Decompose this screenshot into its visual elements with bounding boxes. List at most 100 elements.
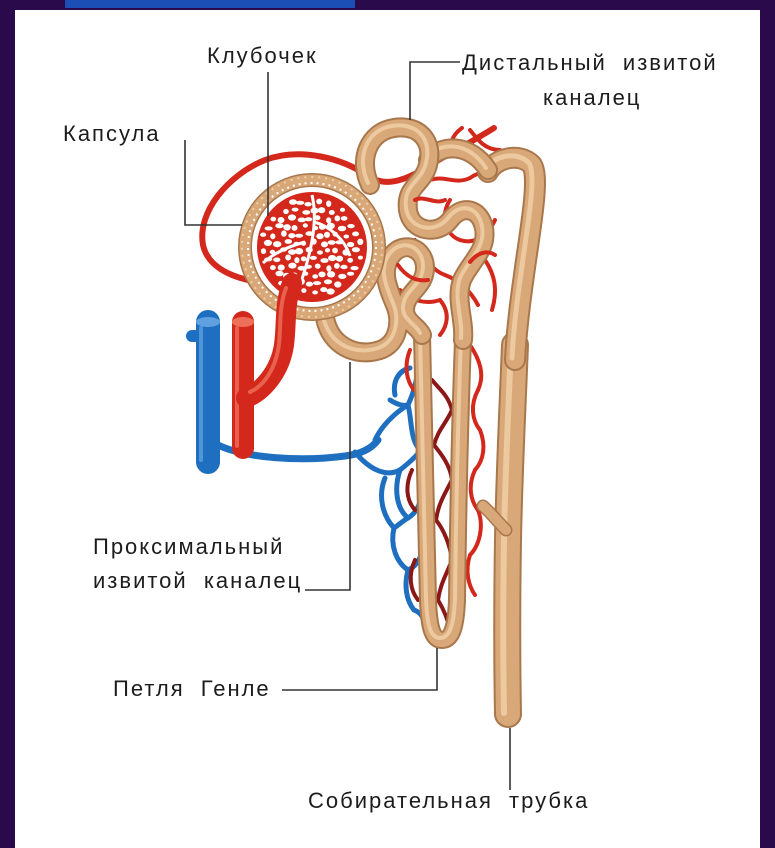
glomerulus-pore xyxy=(320,287,327,292)
glomerulus-pore xyxy=(275,223,283,228)
arterial-capillary xyxy=(485,260,495,310)
glomerulus-pore xyxy=(301,256,307,261)
glomerulus-pore xyxy=(270,233,275,239)
collecting-duct-upper xyxy=(485,156,535,360)
glomerulus-pore xyxy=(264,240,272,246)
glomerulus-pore xyxy=(288,233,295,238)
glomerulus-pore xyxy=(265,226,273,230)
glomerulus-pore xyxy=(329,210,335,215)
glomerulus-pore xyxy=(317,250,323,254)
glomerulus-pore xyxy=(292,225,298,231)
glomerulus-pore xyxy=(347,272,354,276)
glomerulus-pore xyxy=(306,282,313,287)
glomerulus-pore xyxy=(261,248,266,254)
glomerulus-pore xyxy=(275,271,283,277)
glomerulus-pore xyxy=(271,217,277,222)
venous-capillary xyxy=(382,478,394,528)
glomerulus-pore xyxy=(325,248,330,252)
arterial-capillary xyxy=(470,510,481,555)
glomerulus-pore xyxy=(347,242,354,247)
loop-of-henle-label: Петля Генле xyxy=(113,677,271,701)
glomerulus-pore xyxy=(295,234,303,238)
glomerulus-pore xyxy=(328,255,336,261)
glomerulus-pore xyxy=(318,272,325,278)
glomerulus-pore xyxy=(304,202,311,206)
arterial-capillary xyxy=(407,470,415,510)
glomerulus-pore xyxy=(324,279,332,284)
collecting-duct-label: Собирательная трубка xyxy=(308,789,589,813)
glomerulus-pore xyxy=(303,223,308,227)
glomerulus-pore xyxy=(305,217,312,221)
glomerulus-label: Клубочек xyxy=(207,44,318,68)
glomerulus-pore xyxy=(273,241,281,247)
vein-cut-end xyxy=(196,317,220,327)
glomerulus-pore xyxy=(352,232,359,237)
glomerulus-pore xyxy=(298,218,306,223)
proximal-tubule-label-line1: Проксимальный xyxy=(93,535,284,559)
artery-cut-end xyxy=(232,317,254,327)
glomerulus-pore xyxy=(358,256,363,260)
glomerulus-pore xyxy=(283,209,289,214)
glomerulus-pore xyxy=(326,265,331,271)
loop-of-henle-leader xyxy=(282,648,437,690)
glomerulus-pore xyxy=(281,230,287,236)
glomerulus-pore xyxy=(302,210,310,215)
glomerulus-pore xyxy=(336,256,343,262)
glomerulus-pore xyxy=(347,224,354,228)
glomerulus-pore xyxy=(310,256,317,260)
glomerulus-pore xyxy=(338,226,346,232)
arterial-capillary xyxy=(432,380,452,410)
glomerulus-pore xyxy=(327,271,335,277)
glomerulus-pore xyxy=(288,263,296,269)
glomerulus-pore xyxy=(301,288,306,293)
glomerulus-pore xyxy=(327,288,335,294)
glomerulus-pore xyxy=(326,217,331,223)
arterial-capillary xyxy=(440,300,447,335)
arterial-capillary xyxy=(468,555,475,595)
distal-tubule-leader xyxy=(410,62,460,120)
glomerulus-pore xyxy=(260,233,266,237)
proximal-tubule-label-line2: извитой каналец xyxy=(93,569,302,593)
distal-tubule-label-line2: каналец xyxy=(543,86,641,110)
glomerulus-pore xyxy=(340,208,345,212)
glomerulus-pore xyxy=(326,201,331,207)
glomerulus-pore xyxy=(344,235,350,239)
glomerulus-pore xyxy=(294,257,299,263)
glomerulus-pore xyxy=(283,224,290,230)
arterial-capillary xyxy=(475,430,483,470)
glomerulus-pore xyxy=(273,258,280,263)
glomerulus-pore xyxy=(295,248,303,254)
glomerulus-pore xyxy=(316,199,322,205)
glomerulus-pore xyxy=(315,264,321,269)
glomerulus-pore xyxy=(312,290,318,294)
glomerulus-pore xyxy=(278,217,285,223)
glomerulus-pore xyxy=(357,239,363,245)
glomerulus-pore xyxy=(328,240,336,245)
capsule-label: Капсула xyxy=(63,122,161,146)
glomerulus-pore xyxy=(338,274,346,279)
glomerulus-pore xyxy=(352,247,360,252)
glomerulus-pore xyxy=(335,215,341,221)
glomerulus-pore xyxy=(313,281,321,285)
glomerulus-pore xyxy=(341,216,348,221)
arterial-capillary xyxy=(434,410,452,445)
glomerulus-pore xyxy=(312,274,318,278)
arterial-capillary xyxy=(415,199,445,202)
glomerulus-pore xyxy=(334,281,341,287)
glomerulus-pore xyxy=(288,214,296,220)
glomerulus-pore xyxy=(340,265,347,269)
venous-capillary xyxy=(393,528,408,570)
arterial-capillary xyxy=(470,345,481,390)
glomerulus-pore xyxy=(296,201,304,205)
venous-capillary xyxy=(390,400,408,405)
glomerulus-pore xyxy=(289,199,297,205)
arterial-capillary xyxy=(434,445,452,480)
glomerulus-pore xyxy=(321,241,328,247)
arterial-capillary xyxy=(473,390,480,430)
glomerulus-pore xyxy=(270,265,276,270)
distal-tubule-label-line1: Дистальный извитой xyxy=(462,51,718,75)
loop-of-henle xyxy=(420,333,463,640)
glomerulus-pore xyxy=(292,208,299,212)
glomerulus-pore xyxy=(347,258,353,263)
glomerulus xyxy=(257,192,367,302)
